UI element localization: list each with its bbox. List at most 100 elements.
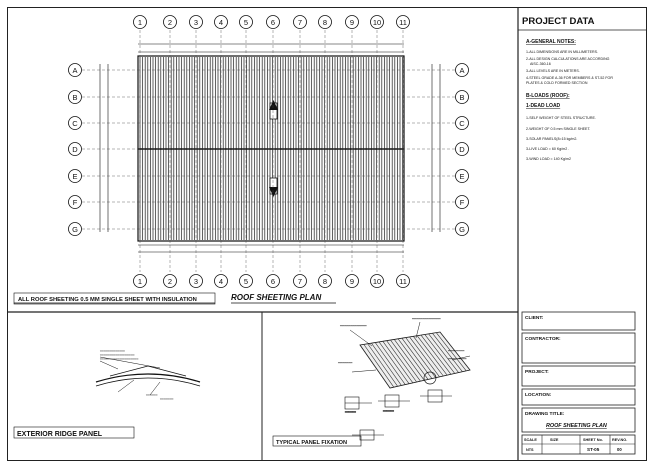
general-note-2: 2-ALL DESIGN CALCULATIONS ARE ACCORDING [526,57,610,61]
svg-text:4: 4 [219,277,223,286]
project-data-panel: PROJECT DATA A-GENERAL NOTES: 1-ALL DIME… [518,16,647,161]
svg-text:7: 7 [298,277,302,286]
column-bubble-6-top: 6 [266,15,280,29]
svg-text:━━━━━━━: ━━━━━━━ [159,397,174,401]
svg-text:2: 2 [168,18,172,27]
location-label: LOCATION: [525,392,552,398]
column-bubble-1-bottom: 1 [133,274,147,288]
size-label: SIZE [550,438,559,442]
column-bubble-3-bottom: 3 [189,274,203,288]
column-bubble-5-top: 5 [239,15,253,29]
svg-text:3: 3 [194,18,198,27]
client-label: CLIENT: [525,315,544,321]
column-bubble-5-bottom: 5 [239,274,253,288]
svg-text:E: E [459,172,464,181]
column-bubble-8-top: 8 [318,15,332,29]
row-bubble-A-left: A [68,63,82,77]
grid-lines [82,30,458,272]
svg-text:C: C [72,119,78,128]
sheet-number-label: SHEET No. [583,438,603,442]
column-bubble-11-bottom: 11 [396,274,410,288]
svg-text:G: G [459,225,465,234]
svg-text:8: 8 [323,18,327,27]
row-bubble-C-left: C [68,116,82,130]
svg-text:━━━━━━━━: ━━━━━━━━ [447,349,464,353]
svg-text:━━━: ━━━ [382,409,394,415]
svg-text:D: D [72,145,78,154]
column-bubble-2-top: 2 [163,15,177,29]
column-bubble-4-bottom: 4 [214,274,228,288]
typical-panel-fixation-title: TYPICAL PANEL FIXATION [276,440,347,446]
fixation-subdetail-2: ━━━ [378,394,410,415]
roof-sheeting-caption: ALL ROOF SHEETING 0.5 MM SINGLE SHEET WI… [18,297,197,303]
drawing-sheet-border [7,7,647,461]
svg-text:2: 2 [168,277,172,286]
scale-label: SCALE [524,438,537,442]
svg-text:11: 11 [399,277,407,286]
svg-text:B: B [72,93,77,102]
svg-text:━━━: ━━━ [344,410,356,416]
title-block [521,311,636,455]
svg-text:G: G [72,225,78,234]
row-bubble-F-right: F [455,195,469,209]
drawing-title-label: DRAWING TITLE: [525,411,565,417]
svg-text:3: 3 [194,277,198,286]
load-2: 2-WEIGHT OF 0.5 mm SINGLE SHEET. [526,127,590,131]
load-3: 3-SOLAR PANELS(8=15 kg/m2. [526,137,577,141]
project-data-title: PROJECT DATA [522,16,595,27]
row-bubble-E-left: E [68,169,82,183]
svg-text:6: 6 [271,277,275,286]
svg-text:6: 6 [271,18,275,27]
row-bubble-D-left: D [68,142,82,156]
svg-text:━━━━━━━━━: ━━━━━━━━━ [447,357,466,361]
svg-text:━━━━━━━━━━━━━━━━━━━━: ━━━━━━━━━━━━━━━━━━━━ [99,357,138,361]
row-bubble-B-left: B [68,90,82,104]
fixation-subdetail-3 [352,429,384,441]
general-note-2-cont: AISC-360-16 [530,62,551,66]
column-bubble-9-top: 9 [345,15,359,29]
general-note-1: 1-ALL DIMENSIONS ARE IN MILLIMETERS. [526,50,598,54]
svg-text:━━━━━━━: ━━━━━━━ [337,361,352,365]
project-label: PROJECT: [525,369,549,375]
svg-text:4: 4 [219,18,223,27]
row-bubble-C-right: C [455,116,469,130]
svg-text:━━━━━━━━━━━━━━━━━━: ━━━━━━━━━━━━━━━━━━ [99,353,135,357]
svg-text:1: 1 [138,18,142,27]
column-bubble-4-top: 4 [214,15,228,29]
dimension-lines [99,43,441,253]
svg-text:7: 7 [298,18,302,27]
exterior-ridge-panel-title: EXTERIOR RIDGE PANEL [17,431,103,438]
column-bubble-11-top: 11 [396,15,410,29]
svg-text:10: 10 [373,18,381,27]
svg-text:B: B [459,93,464,102]
row-bubble-G-left: G [68,222,82,236]
general-note-3: 3-ALL LEVELS ARE IN METERS. [526,69,580,73]
svg-text:━━━━━━: ━━━━━━ [145,393,158,397]
svg-text:C: C [459,119,465,128]
fixation-subdetail-1: ━━━ [344,396,372,416]
svg-text:1: 1 [138,277,142,286]
slope-arrow-up [269,100,278,120]
column-bubble-10-top: 10 [370,15,384,29]
svg-text:━━━━━━━━━━━━━━: ━━━━━━━━━━━━━━ [411,317,441,321]
svg-text:A: A [459,66,464,75]
revision-value: 00 [617,447,622,452]
svg-text:5: 5 [244,18,248,27]
column-bubble-7-top: 7 [293,15,307,29]
column-bubble-3-top: 3 [189,15,203,29]
roof-sheeting-plan-title: ROOF SHEETING PLAN [231,293,321,302]
drawing-title-value: ROOF SHEETING PLAN [546,423,607,429]
dead-load-heading: 1-DEAD LOAD [526,103,561,109]
svg-text:11: 11 [399,18,407,27]
row-bubble-D-right: D [455,142,469,156]
column-bubble-9-bottom: 9 [345,274,359,288]
row-bubble-G-right: G [455,222,469,236]
svg-text:9: 9 [350,18,354,27]
svg-text:━━━━━━━━━━━━━: ━━━━━━━━━━━━━ [339,324,367,328]
svg-text:9: 9 [350,277,354,286]
svg-text:D: D [459,145,465,154]
column-bubble-6-bottom: 6 [266,274,280,288]
